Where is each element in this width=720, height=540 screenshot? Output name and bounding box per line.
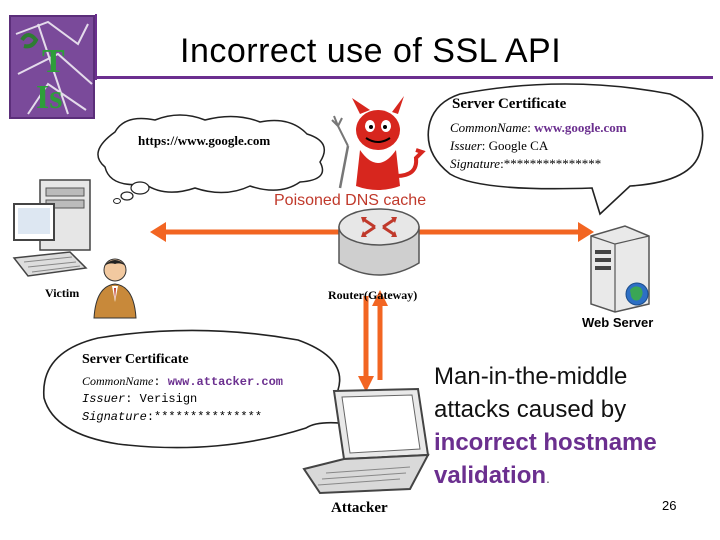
title-rule-horizontal [95, 76, 713, 79]
server-cert-sig-label: Signature [450, 156, 501, 171]
server-cert-cn-label: CommonName [450, 120, 528, 135]
router-icon [338, 208, 420, 276]
arrowhead-right [578, 222, 594, 242]
mitm-caption-line1: Man-in-the-middle [434, 363, 628, 390]
attacker-cert-sig-value: *************** [154, 410, 263, 424]
victim-thought-bubble [97, 114, 326, 204]
server-cert-issuer-value: Google CA [488, 138, 549, 153]
router-label: Router(Gateway) [328, 288, 418, 302]
server-cert-bubble [427, 83, 704, 216]
poisoned-dns-label: Poisoned DNS cache [274, 192, 427, 209]
arrowhead-down [358, 376, 374, 392]
svg-text:Is: Is [36, 79, 62, 116]
server-cert-issuer-label: Issuer [450, 138, 482, 153]
arrowhead-up [372, 290, 388, 306]
mitm-caption-line4: validation [434, 462, 547, 489]
arrowhead-left [150, 222, 166, 242]
mitm-caption-punct: . [546, 470, 550, 486]
logo: T Is [9, 15, 95, 119]
server-cert-cn-value: www.google.com [534, 120, 627, 135]
victim-url-text: https://www.google.com [138, 133, 271, 148]
server-cert-sig-value: *************** [503, 156, 602, 171]
victim-person-icon [93, 258, 137, 319]
mitm-caption-line2: attacks caused by [434, 396, 627, 423]
devil-icon [331, 96, 426, 190]
svg-text:T: T [42, 43, 65, 80]
victim-computer-icon [12, 179, 91, 277]
attacker-cert-cn-value: www.attacker.com [167, 375, 283, 389]
mitm-caption-line3: incorrect hostname [434, 429, 657, 456]
victim-label: Victim [45, 286, 80, 300]
mitm-caption: Man-in-the-middle attacks caused by inco… [434, 360, 657, 495]
web-server-label: Web Server [582, 315, 654, 330]
slide-title: Incorrect use of SSL API [180, 32, 562, 70]
attacker-cert-issuer-value: Verisign [139, 392, 198, 406]
title-rule-vertical [95, 14, 97, 80]
attacker-laptop-icon [302, 387, 430, 495]
attacker-cert-sig-label: Signature [82, 410, 147, 424]
attacker-cert-issuer-label: Issuer [82, 392, 126, 406]
web-server-icon [590, 225, 650, 313]
attacker-label: Attacker [331, 500, 388, 516]
attacker-cert-bubble [43, 329, 353, 449]
attacker-cert-heading: Server Certificate [82, 352, 189, 367]
server-cert-heading: Server Certificate [452, 96, 567, 112]
page-number: 26 [662, 498, 677, 513]
attacker-cert-cn-label: CommonName [82, 374, 154, 388]
